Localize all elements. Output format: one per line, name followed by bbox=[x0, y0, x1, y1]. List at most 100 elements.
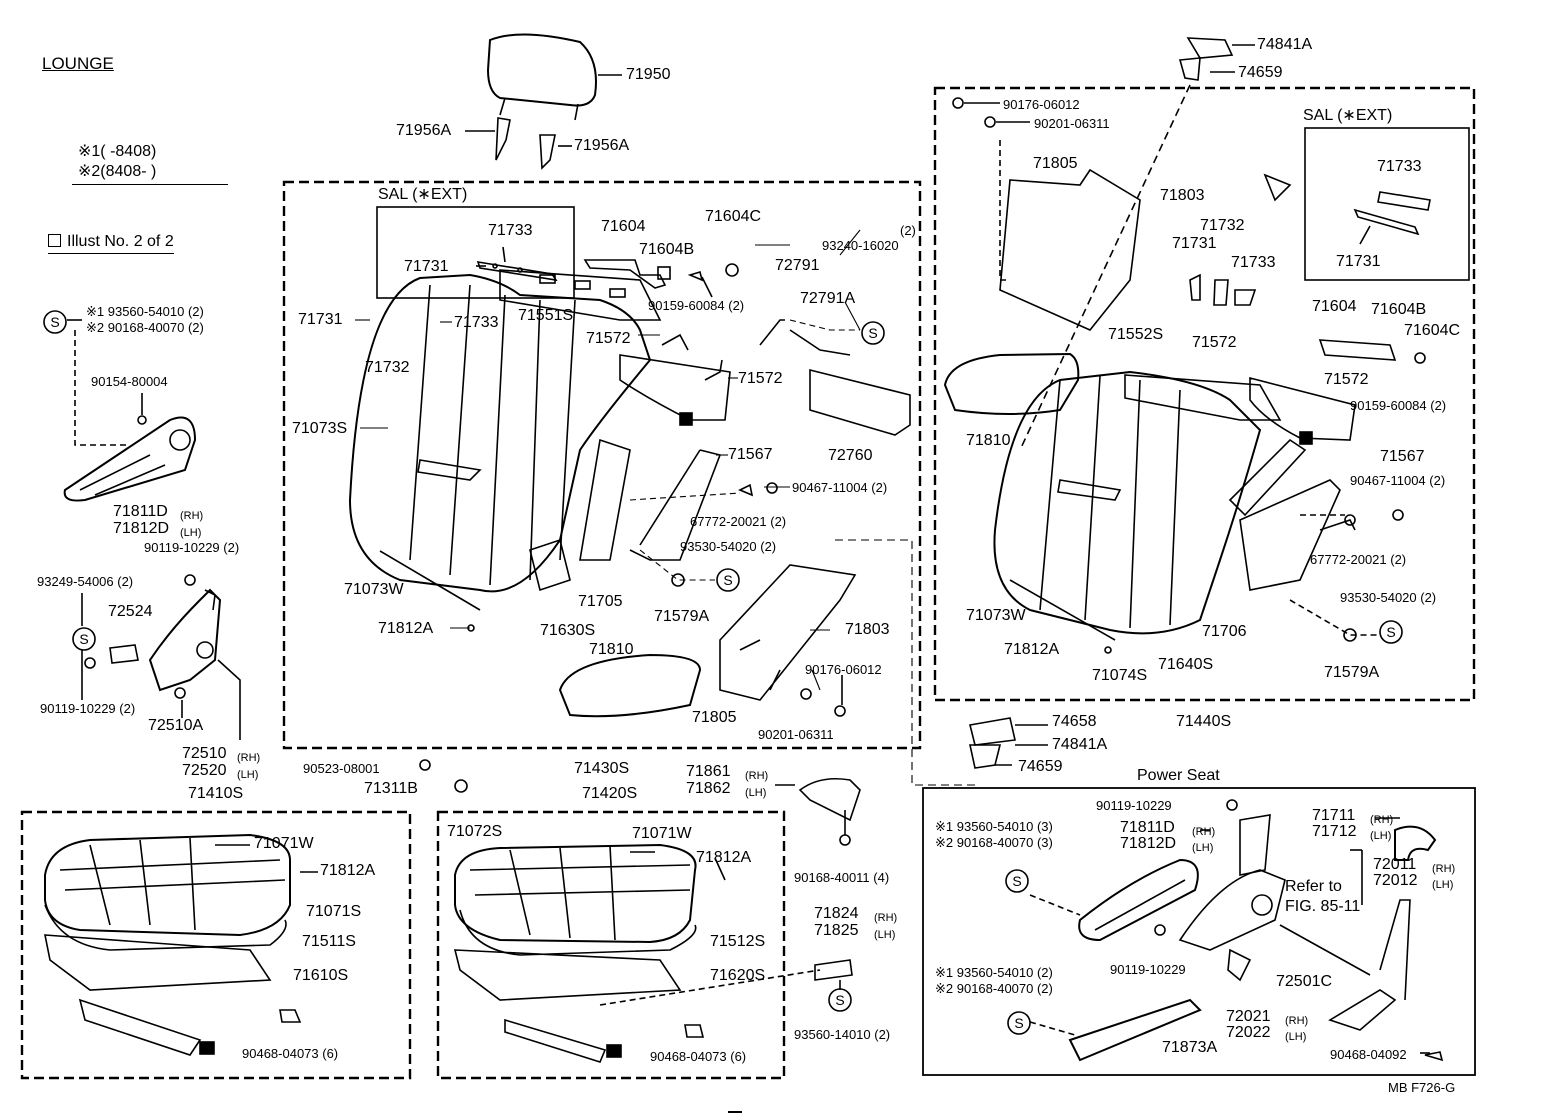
label-71430s: 71430S bbox=[574, 760, 630, 777]
label-72760: 72760 bbox=[828, 447, 873, 464]
label-71873a: 71873A bbox=[1162, 1039, 1218, 1056]
label-71812d-ps-lh: (LH) bbox=[1192, 842, 1214, 854]
left-cushion-drawing bbox=[44, 833, 318, 1056]
label-74841a-top: 74841A bbox=[1257, 36, 1313, 53]
label-90201-right: 90201-06311 bbox=[1034, 116, 1110, 131]
label-71073s: 71073S bbox=[292, 420, 348, 437]
label-71604-right: 71604 bbox=[1312, 298, 1357, 315]
label-71812a-center: 71812A bbox=[696, 849, 752, 866]
power-seat-box bbox=[922, 787, 1476, 1076]
label-71950: 71950 bbox=[626, 66, 671, 83]
center-cushion-drawing bbox=[453, 843, 821, 1063]
center-sal-bracket bbox=[476, 246, 558, 282]
center-sal-box bbox=[376, 206, 575, 299]
s-symbol: S bbox=[1005, 869, 1029, 893]
label-ps-s1b: ※1 93560-54010 (2) bbox=[935, 965, 1053, 980]
mid-right-parts bbox=[969, 717, 1048, 769]
legend-underline bbox=[72, 184, 228, 185]
label-90467: 90467-11004 (2) bbox=[792, 480, 888, 495]
label-74659-mid: 74659 bbox=[1018, 758, 1063, 775]
label-72791a: 72791A bbox=[800, 290, 856, 307]
label-93249: 93249-54006 (2) bbox=[37, 574, 134, 589]
label-71072s: 71072S bbox=[447, 823, 503, 840]
label-93560-14010: 93560-14010 (2) bbox=[794, 1027, 891, 1042]
label-71572-lower: 71572 bbox=[738, 370, 783, 387]
label-71705: 71705 bbox=[578, 593, 623, 610]
label-90467-right: 90467-11004 (2) bbox=[1350, 473, 1446, 488]
label-71812a-right: 71812A bbox=[1004, 641, 1060, 658]
diagram-title: LOUNGE bbox=[42, 54, 114, 73]
label-71620s: 71620S bbox=[710, 967, 766, 984]
svg-text:S: S bbox=[1014, 1015, 1023, 1031]
label-71567: 71567 bbox=[728, 446, 773, 463]
label-71733-sal-right: 71733 bbox=[1377, 158, 1422, 175]
s-symbol: S bbox=[861, 321, 885, 345]
center-group-box bbox=[282, 180, 922, 750]
label-90154: 90154-80004 bbox=[91, 374, 168, 389]
label-90468-04092: 90468-04092 bbox=[1330, 1047, 1407, 1062]
label-71805-right: 71805 bbox=[1033, 155, 1078, 172]
label-71733: 71733 bbox=[454, 314, 499, 331]
center-sal-title: SAL (∗EXT) bbox=[378, 186, 468, 203]
label-90119-upper: 90119-10229 (2) bbox=[144, 540, 240, 555]
label-71805: 71805 bbox=[692, 709, 737, 726]
label-72791: 72791 bbox=[775, 257, 820, 274]
svg-text:S: S bbox=[868, 325, 877, 341]
label-71604c: 71604C bbox=[705, 208, 762, 225]
label-71732-right: 71732 bbox=[1200, 217, 1245, 234]
label-71711: 71711 bbox=[1312, 807, 1356, 824]
label-71803-right: 71803 bbox=[1160, 187, 1205, 204]
label-72022: 72022 bbox=[1226, 1024, 1271, 1041]
s-symbol: S bbox=[72, 627, 96, 651]
svg-text:S: S bbox=[79, 631, 88, 647]
s-symbol: S bbox=[828, 988, 852, 1012]
illust-note-text: Illust No. 2 of 2 bbox=[67, 233, 174, 250]
label-71552s: 71552S bbox=[1108, 326, 1164, 343]
label-71604b: 71604B bbox=[639, 241, 695, 258]
label-72011-rh: (RH) bbox=[1432, 863, 1456, 875]
label-90159: 90159-60084 (2) bbox=[648, 298, 745, 313]
label-71512s: 71512S bbox=[710, 933, 766, 950]
label-90119-lower: 90119-10229 (2) bbox=[40, 701, 136, 716]
label-72012-lh: (LH) bbox=[1432, 879, 1454, 891]
label-71731-sal: 71731 bbox=[404, 258, 449, 275]
label-ps-s1a: ※1 93560-54010 (3) bbox=[935, 819, 1053, 834]
label-71811d-ps-rh: (RH) bbox=[1192, 826, 1216, 838]
label-71862: 71862 bbox=[686, 780, 731, 797]
svg-text:S: S bbox=[50, 314, 59, 330]
label-ps-s2b: ※2 90168-40070 (2) bbox=[935, 981, 1053, 996]
label-93530-right: 93530-54020 (2) bbox=[1340, 590, 1437, 605]
label-72011: 72011 bbox=[1373, 856, 1417, 873]
label-71811d-ps: 71811D bbox=[1120, 819, 1175, 836]
label-71812a-left: 71812A bbox=[320, 862, 376, 879]
label-72510: 72510 bbox=[182, 745, 227, 762]
label-71311b: 71311B bbox=[364, 780, 418, 797]
label-71073w-right: 71073W bbox=[966, 607, 1026, 624]
label-71731-sal-right: 71731 bbox=[1336, 253, 1381, 270]
label-72012: 72012 bbox=[1373, 872, 1418, 889]
label-refer-to: Refer to bbox=[1285, 878, 1342, 895]
label-72501c: 72501C bbox=[1276, 973, 1333, 990]
label-72021: 72021 bbox=[1226, 1008, 1271, 1025]
s-symbol: S bbox=[716, 568, 740, 592]
label-71579a: 71579A bbox=[654, 608, 710, 625]
label-93240: 93240-16020 bbox=[822, 238, 899, 253]
label-67772: 67772-20021 (2) bbox=[690, 514, 787, 529]
right-top-parts bbox=[952, 37, 1292, 451]
label-71803: 71803 bbox=[845, 621, 890, 638]
label-71811d: 71811D bbox=[113, 503, 168, 520]
center-cushion-box bbox=[436, 810, 786, 1080]
label-71811d-rh: (RH) bbox=[180, 510, 204, 522]
label-left-s2: ※2 90168-40070 (2) bbox=[86, 320, 204, 335]
label-72510-rh: (RH) bbox=[237, 752, 261, 764]
s-symbol: S bbox=[1007, 1011, 1031, 1035]
headrest-drawing bbox=[465, 33, 622, 170]
label-67772-right: 67772-20021 (2) bbox=[1310, 552, 1407, 567]
label-71579a-right: 71579A bbox=[1324, 664, 1380, 681]
label-71812d: 71812D bbox=[113, 520, 170, 537]
svg-text:S: S bbox=[835, 992, 844, 1008]
label-90119-ps-upper: 90119-10229 bbox=[1096, 798, 1172, 813]
label-left-s1: ※1 93560-54010 (2) bbox=[86, 304, 204, 319]
footer-code: MB F726-G bbox=[1388, 1080, 1456, 1095]
